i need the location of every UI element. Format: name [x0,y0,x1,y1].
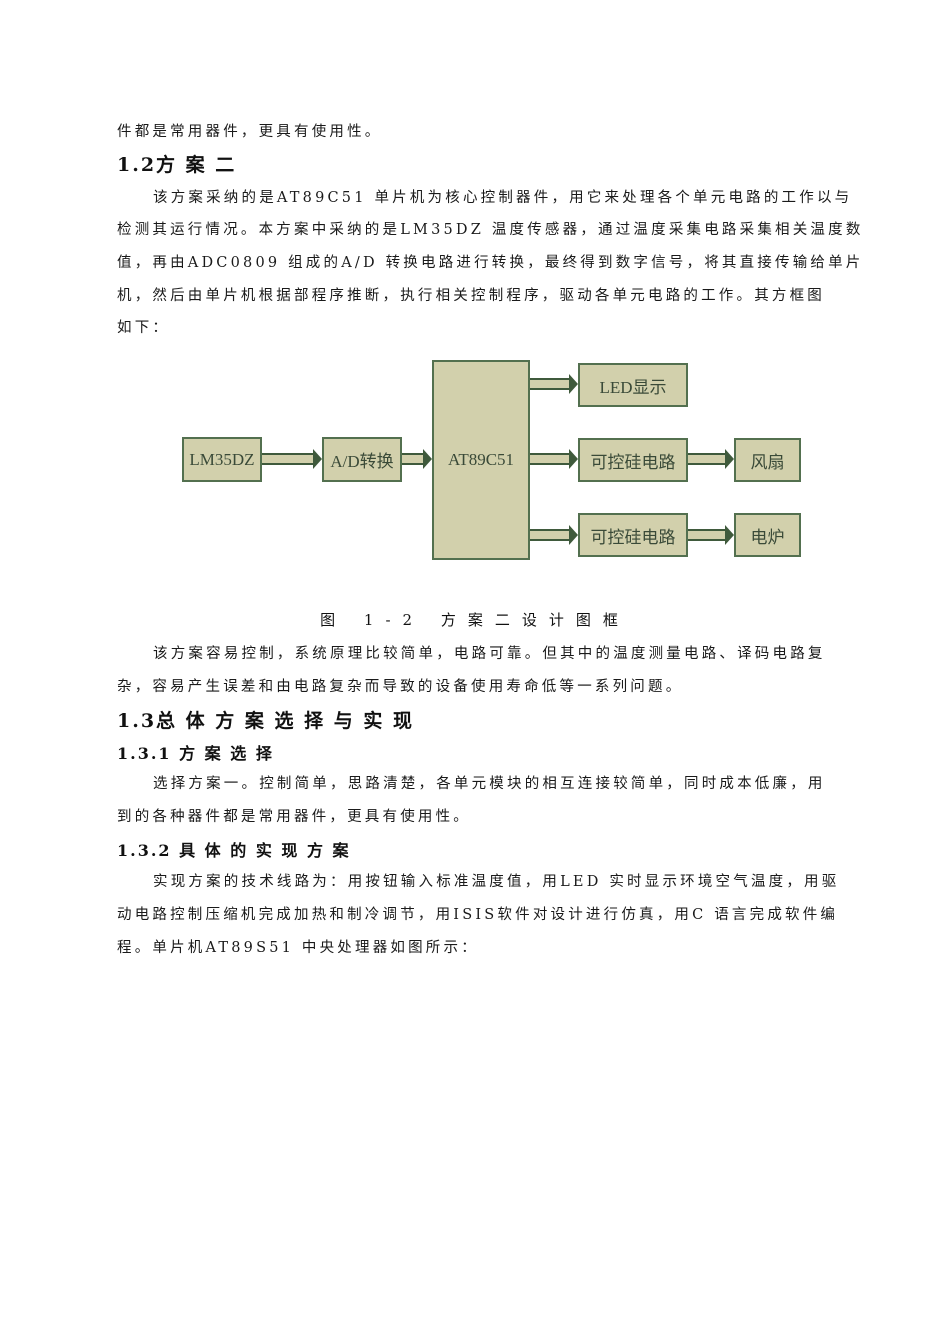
paragraph-line: 该方案采纳的是AT89C51 单片机为核心控制器件，用它来处理各个单元电路的工作… [153,190,853,206]
section-heading-1-3: 1.3总 体 方 案 选 择 与 实 现 [117,710,414,732]
section-heading-1-3-2: 1.3.2 具 体 的 实 现 方 案 [117,841,351,860]
paragraph-line: 该方案容易控制，系统原理比较简单，电路可靠。但其中的温度测量电路、译码电路复 [153,646,826,662]
box-scr-circuit-2: 可控硅电路 [578,513,688,557]
box-adc: A/D转换 [322,437,402,482]
figure-caption: 图 1-2 方案二设计图框 [320,611,630,629]
paragraph-line: 实现方案的技术线路为：用按钮输入标准温度值，用LED 实时显示环境空气温度，用驱 [153,874,840,890]
box-led-display: LED显示 [578,363,688,407]
paragraph-line: 机，然后由单片机根据部程序推断，执行相关控制程序，驱动各单元电路的工作。其方框图 [117,288,825,304]
arrow-mcu-to-led [530,374,578,394]
arrow-scr2-to-heater [688,525,734,545]
box-lm35dz: LM35DZ [182,437,262,482]
paragraph-line: 杂，容易产生误差和由电路复杂而导致的设备使用寿命低等一系列问题。 [117,679,684,695]
box-scr-circuit-1: 可控硅电路 [578,438,688,482]
box-heater: 电炉 [734,513,801,557]
paragraph-line: 如下： [117,320,171,336]
arrow-sensor-to-adc [262,449,322,469]
box-fan: 风扇 [734,438,801,482]
paragraph-line: 到的各种器件都是常用器件，更具有使用性。 [117,809,471,825]
paragraph-line: 选择方案一。控制简单，思路清楚，各单元模块的相互连接较简单，同时成本低廉，用 [153,776,826,792]
arrow-mcu-to-scr2 [530,525,578,545]
section-heading-1-3-1: 1.3.1 方 案 选 择 [117,744,274,763]
arrow-mcu-to-scr1 [530,449,578,469]
paragraph-line: 值，再由ADC0809 组成的A/D 转换电路进行转换，最终得到数字信号，将其直… [117,255,864,271]
paragraph-line: 动电路控制压缩机完成加热和制冷调节，用ISIS软件对设计进行仿真，用C 语言完成… [117,907,839,923]
section-heading-1-2: 1.2方 案 二 [117,154,237,176]
paragraph-line: 件都是常用器件，更具有使用性。 [117,124,383,140]
paragraph-line: 检测其运行情况。本方案中采纳的是LM35DZ 温度传感器，通过温度采集电路采集相… [117,222,864,238]
paragraph-line: 程。单片机AT89S51 中央处理器如图所示： [117,940,479,956]
arrow-adc-to-mcu [402,449,432,469]
box-mcu: AT89C51 [432,360,530,560]
arrow-scr1-to-fan [688,449,734,469]
